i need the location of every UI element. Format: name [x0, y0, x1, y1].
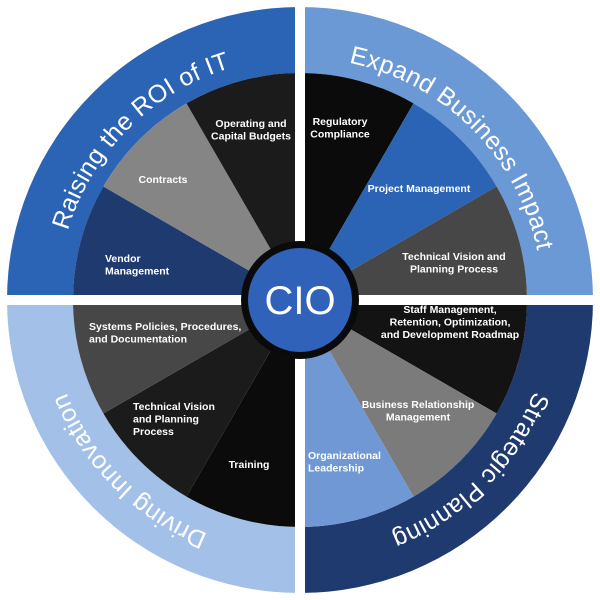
- segment-label-line: and Planning: [133, 414, 199, 426]
- segment-technical-vision-right: [300, 186, 527, 300]
- segment-staff-management: [300, 300, 528, 414]
- segment-label-line: Business Relationship: [362, 399, 475, 411]
- segment-label-line: Retention, Optimization,: [390, 317, 511, 329]
- center-hub: CIO: [241, 241, 359, 359]
- segment-label-line: Capital Budgets: [211, 131, 291, 143]
- segment-label-systems-policies: Systems Policies, Procedures,and Documen…: [89, 321, 241, 346]
- segment-contracts: [103, 103, 300, 300]
- segment-organizational-leadership: [300, 300, 414, 527]
- quadrant-ring: [7, 7, 593, 593]
- segment-operating-budgets: [186, 73, 300, 300]
- segment-label-line: Management: [105, 266, 170, 278]
- segment-training: [186, 300, 300, 528]
- segment-label-line: Technical Vision and: [402, 251, 505, 263]
- segment-label-line: Process: [133, 426, 174, 438]
- segment-label-line: and Documentation: [89, 334, 187, 346]
- segment-label-line: Training: [229, 459, 270, 471]
- segment-label-line: Project Management: [368, 183, 471, 195]
- segment-label-line: Operating and: [215, 118, 286, 130]
- segment-label-line: Staff Management,: [403, 304, 496, 316]
- center-label: CIO: [264, 279, 335, 323]
- quadrant-driving-innovation: [7, 300, 300, 593]
- segment-label-line: Compliance: [310, 129, 370, 141]
- segment-label-line: Regulatory: [313, 116, 368, 128]
- segment-label-line: Planning Process: [410, 264, 498, 276]
- center-circle: [248, 248, 352, 352]
- segment-label-line: Leadership: [308, 463, 364, 475]
- segment-label-training: Training: [229, 459, 270, 471]
- quadrant-expand-business-impact: [300, 7, 593, 300]
- segment-label-project-management: Project Management: [368, 183, 471, 195]
- segment-label-line: and Development Roadmap: [381, 329, 519, 341]
- segment-systems-policies: [73, 300, 300, 414]
- segment-label-contracts: Contracts: [138, 174, 187, 186]
- segment-business-relationship: [300, 300, 497, 497]
- segment-regulatory-compliance: [300, 73, 414, 300]
- segment-vendor-management: [73, 186, 300, 300]
- segment-label-line: Technical Vision: [133, 401, 215, 413]
- segment-project-management: [300, 103, 497, 300]
- quadrant-strategic-planning: [300, 300, 593, 593]
- segment-label-staff-management: Staff Management,Retention, Optimization…: [381, 304, 519, 341]
- segment-technical-vision-left: [103, 300, 300, 497]
- segment-label-line: Contracts: [138, 174, 187, 186]
- segment-ring: [73, 73, 528, 528]
- quadrant-raising-roi: [7, 7, 300, 300]
- segment-label-line: Management: [386, 412, 451, 424]
- segment-label-line: Systems Policies, Procedures,: [89, 321, 241, 333]
- segment-label-line: Organizational: [308, 450, 381, 462]
- segment-label-line: Vendor: [105, 253, 141, 265]
